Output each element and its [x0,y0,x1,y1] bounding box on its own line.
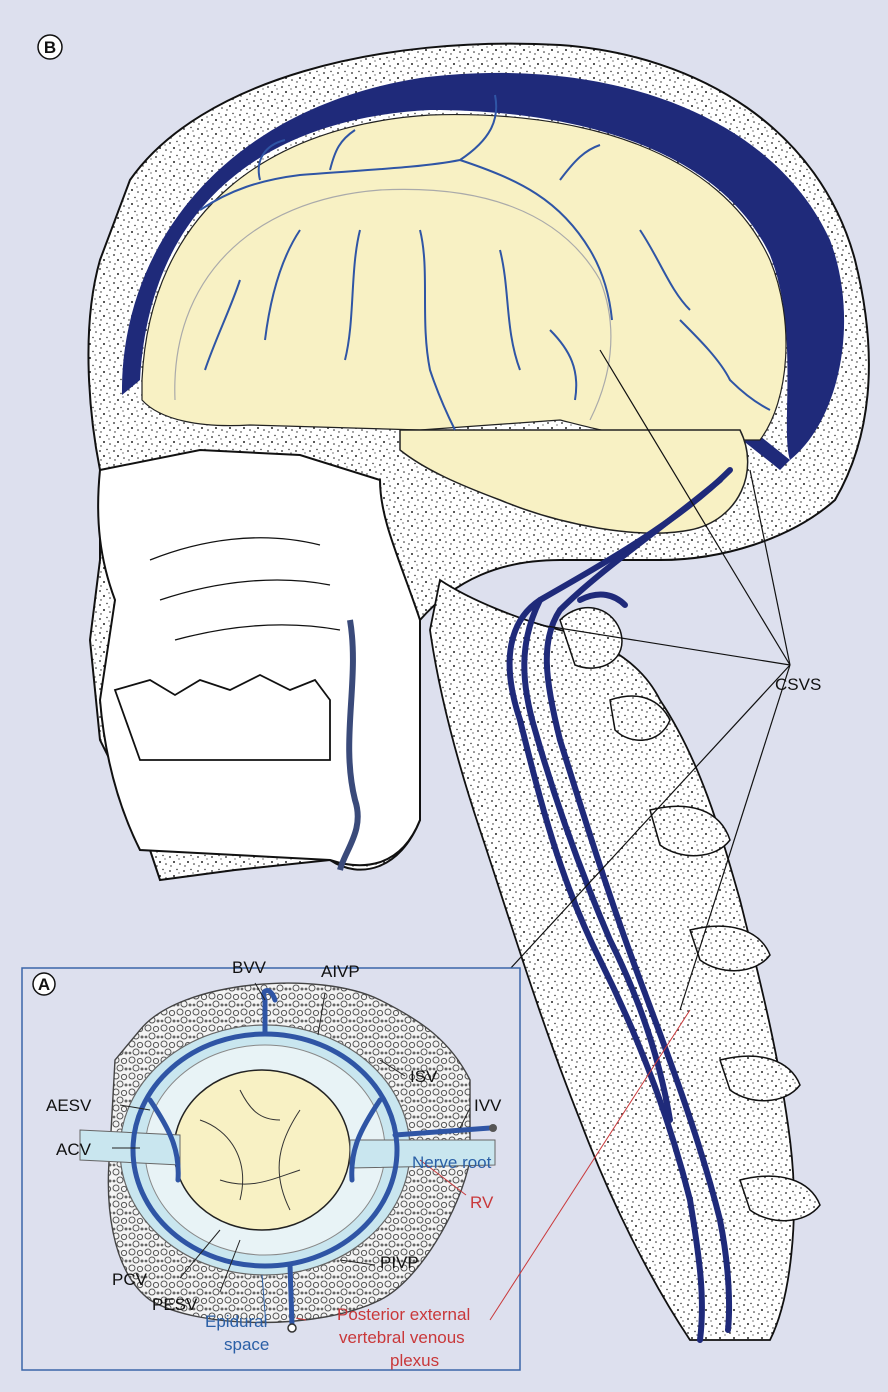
acv-label: ACV [56,1140,92,1159]
nerve-root-label: Nerve root [412,1153,492,1172]
ivv-label: IVV [474,1096,502,1115]
spinal-cord [174,1070,350,1230]
posterior-label-line1: Posterior external [337,1305,470,1324]
pesv-label: PESV [152,1295,198,1314]
isv-label: ISV [410,1067,438,1086]
csvs-label: CSVS [775,675,821,694]
jaw-teeth [115,675,330,760]
epidural-label-line2: space [224,1335,269,1354]
face-outline [98,450,420,865]
rv-label: RV [470,1193,494,1212]
aesv-label: AESV [46,1096,92,1115]
posterior-label-line3: plexus [390,1351,439,1370]
epidural-label-line1: Epidural [205,1312,267,1331]
posterior-label-line2: vertebral venous [339,1328,465,1347]
pcv-label: PCV [112,1270,148,1289]
bvv-label: BVV [232,958,267,977]
panel-a-letter: A [38,975,50,994]
panel-b-letter: B [44,38,56,57]
pivp-label: PIVP [380,1253,419,1272]
aivp-label: AIVP [321,962,360,981]
